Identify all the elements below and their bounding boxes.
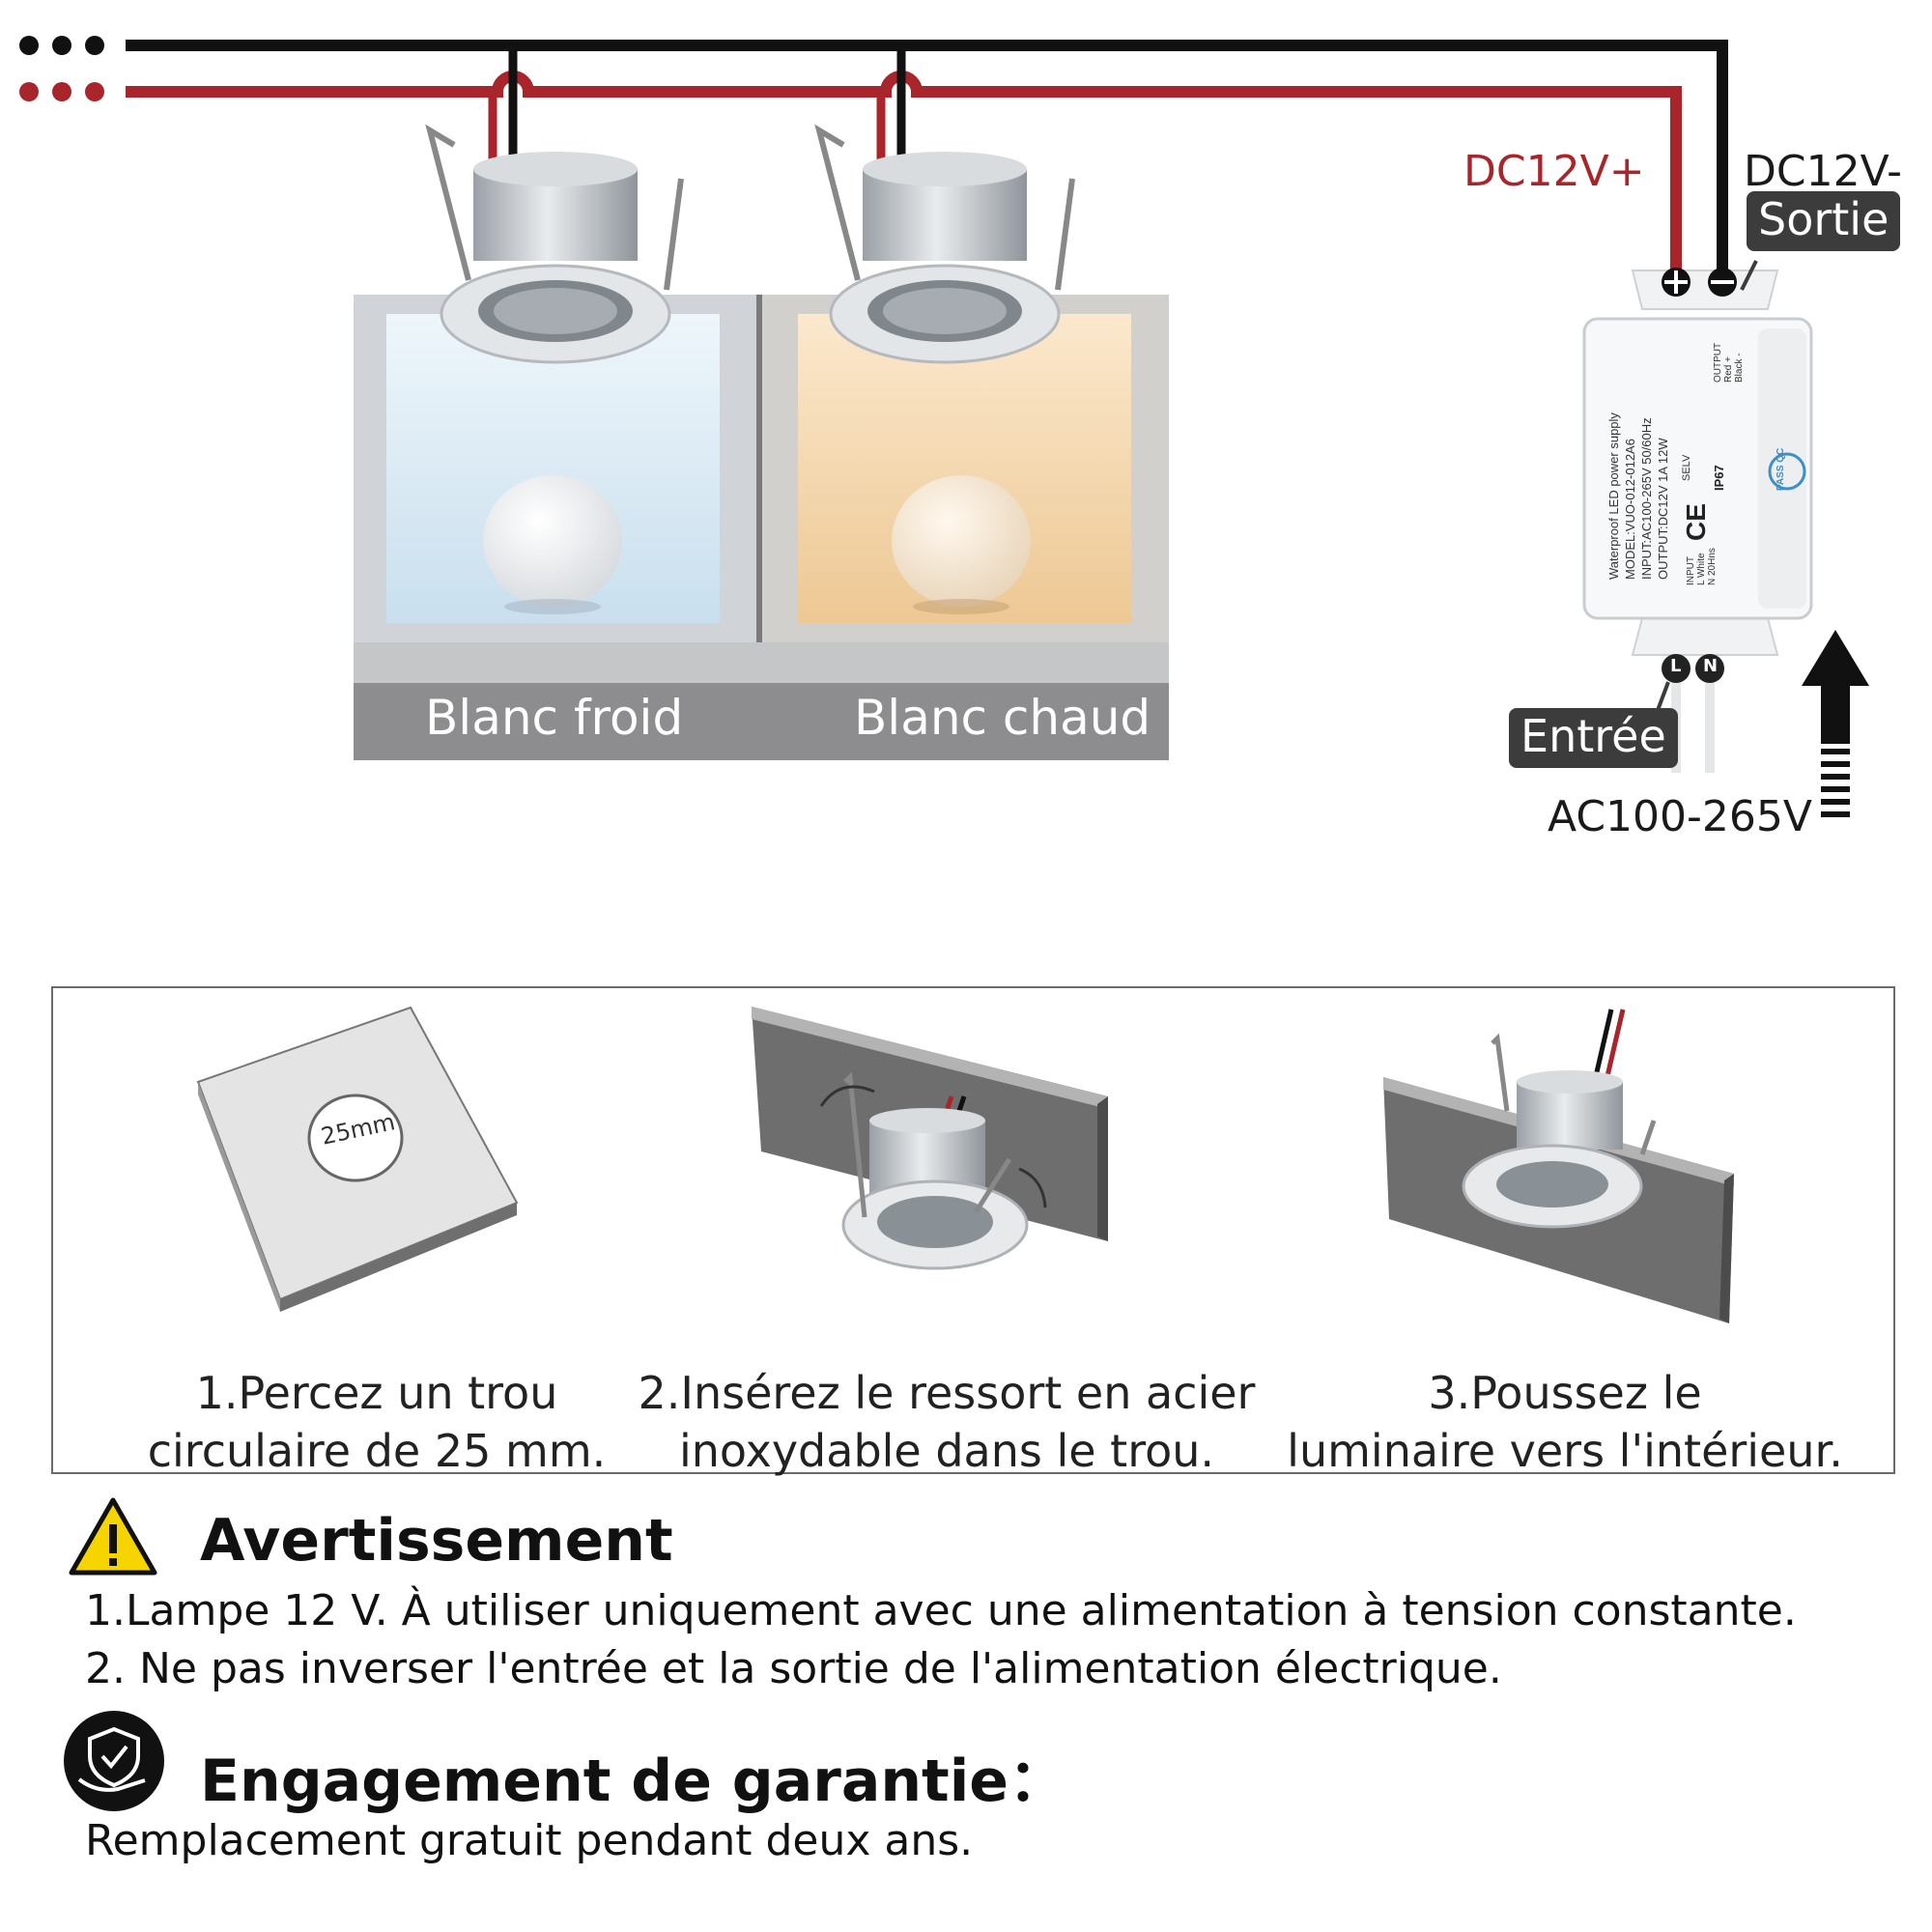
shield-hand-icon xyxy=(64,1711,164,1811)
pass-qc-seal: PASS QC xyxy=(1776,447,1786,491)
psu-output-red: Red + xyxy=(1723,356,1734,383)
psu-output-black: Black - xyxy=(1734,353,1745,383)
psu-line-3: INPUT:AC100-265V 50/60Hz xyxy=(1639,417,1654,580)
cold-white-caption: Blanc froid xyxy=(425,690,684,746)
output-tag: Sortie xyxy=(1747,191,1901,251)
warning-line-2: 2. Ne pas inverser l'entrée et la sortie… xyxy=(85,1644,1502,1693)
guarantee-title: Engagement de garantie： xyxy=(200,1747,1066,1815)
step2-insert-spring xyxy=(752,1007,1108,1270)
terminal-l-label: L xyxy=(1670,656,1682,676)
step-2-line-1: 2.Insérez le ressort en acier xyxy=(638,1367,1256,1419)
psu-input-title: INPUT xyxy=(1686,556,1696,585)
terminal-n-label: N xyxy=(1703,656,1719,676)
guarantee-line-1: Remplacement gratuit pendant deux ans. xyxy=(85,1816,974,1865)
installation-steps-box xyxy=(51,986,1895,1474)
warning-triangle-icon xyxy=(69,1497,157,1576)
psu-input-n: N 20Hns xyxy=(1707,548,1718,585)
step-3-line-1: 3.Poussez le xyxy=(1428,1367,1702,1419)
bus-dots-black xyxy=(19,36,104,55)
up-arrow-icon xyxy=(1802,630,1869,817)
downlight-lamp-cold xyxy=(425,124,684,364)
plus-sign-icon xyxy=(1664,270,1688,294)
input-terminal-l xyxy=(1662,654,1690,683)
input-tag: Entrée xyxy=(1509,708,1678,768)
step-3-caption: 3.Poussez le luminaire vers l'intérieur. xyxy=(1275,1364,1855,1480)
panel-shelf xyxy=(354,642,1169,683)
power-supply-box xyxy=(1582,270,1813,656)
psu-line-4: OUTPUT:DC12V 1A 12W xyxy=(1656,438,1670,580)
negative-wire xyxy=(126,40,1728,282)
selv-mark: SELV xyxy=(1681,454,1692,481)
input-callout-line xyxy=(1655,681,1670,714)
psu-input-legend: INPUT L White N 20Hns xyxy=(1686,548,1718,585)
power-supply-label: Waterproof LED power supply MODEL:VUO-01… xyxy=(1605,412,1671,580)
dc-plus-label: DC12V+ xyxy=(1463,147,1645,196)
step-2-line-2: inoxydable dans le trou. xyxy=(678,1425,1215,1477)
panel-divider xyxy=(756,295,762,642)
warm-white-caption: Blanc chaud xyxy=(854,690,1151,746)
psu-line-2: MODEL:VUO-012-012A6 xyxy=(1623,439,1637,580)
bus-dots-red xyxy=(19,82,104,101)
step-1-caption: 1.Percez un trou circulaire de 25 mm. xyxy=(126,1364,628,1480)
step-3-line-2: luminaire vers l'intérieur. xyxy=(1287,1425,1843,1477)
downlight-lamp-warm xyxy=(814,124,1075,364)
positive-wire xyxy=(126,71,1682,282)
psu-input-white: L White xyxy=(1696,553,1707,585)
dc-minus-label: DC12V- xyxy=(1744,147,1902,196)
psu-line-1: Waterproof LED power supply xyxy=(1606,412,1621,580)
step-1-line-2: circulaire de 25 mm. xyxy=(147,1425,607,1477)
step-1-line-1: 1.Percez un trou xyxy=(195,1367,558,1419)
psu-output-legend: OUTPUT Red + Black - xyxy=(1713,343,1745,383)
input-terminal-n xyxy=(1695,654,1724,683)
warning-line-1: 1.Lampe 12 V. À utiliser uniquement avec… xyxy=(85,1586,1797,1635)
step3-pushed-lamp xyxy=(1383,1009,1734,1323)
cold-white-panel xyxy=(354,295,759,685)
warning-title: Avertissement xyxy=(200,1507,673,1575)
step1-drilled-board xyxy=(196,1006,519,1312)
ip-rating: IP67 xyxy=(1712,465,1726,491)
ce-mark-icon: CE xyxy=(1681,503,1711,541)
output-callout-line xyxy=(1740,260,1758,291)
panel-caption-bar xyxy=(354,683,1169,760)
ac-voltage-label: AC100-265V xyxy=(1548,792,1812,841)
psu-output-title: OUTPUT xyxy=(1713,342,1723,383)
step-2-caption: 2.Insérez le ressort en acier inoxydable… xyxy=(638,1364,1256,1480)
